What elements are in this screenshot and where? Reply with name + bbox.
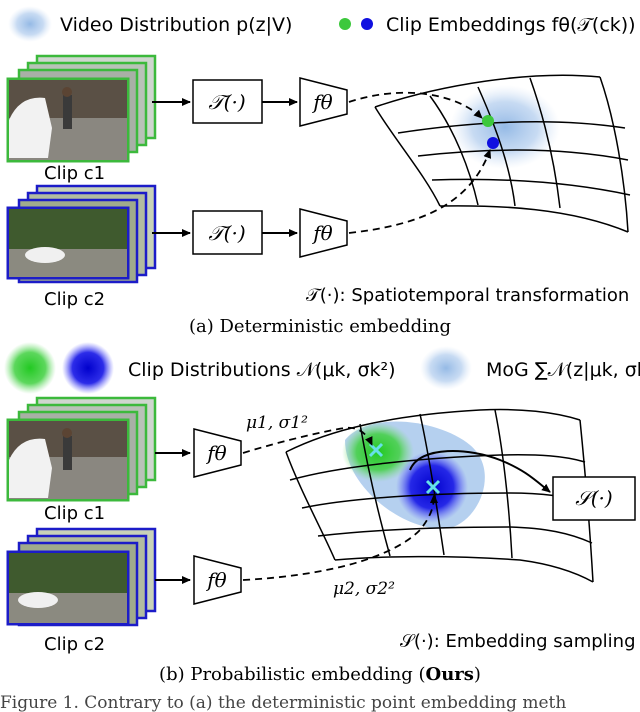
green-point-swatch (339, 18, 351, 30)
dashed-arrow-a2 (348, 149, 492, 234)
legend-b: Clip Distributions 𝒩(μk, σk²) MoG ∑𝒩(z|μ… (4, 342, 640, 394)
sampler-label: 𝒮(·) (575, 486, 612, 510)
clip-frame-street-b (6, 418, 130, 502)
dashed-arrow-b1 (242, 426, 373, 454)
clip-frame-park (6, 206, 130, 280)
transform-label-2: 𝒯(·) (208, 221, 245, 245)
video-distribution-blob (450, 85, 560, 169)
sampler-box (552, 476, 636, 521)
clip-stack-b1 (6, 396, 157, 502)
encoder-trapezoid-a2 (299, 208, 348, 258)
legend-mog: MoG ∑𝒩(z|μk, σk²) (486, 359, 640, 381)
caption-b-bold: Ours (426, 664, 474, 685)
caption-b: (b) Probabilistic embedding (Ours) (159, 664, 481, 685)
sampling-note: 𝒮(·): Embedding sampling (400, 631, 636, 652)
legend-clip-embeddings: Clip Embeddings fθ(𝒯(ck)) (386, 14, 636, 36)
dashed-arrow-b2 (242, 494, 438, 581)
clip-c2-label-b: Clip c2 (44, 634, 105, 655)
video-distribution-swatch (8, 6, 52, 42)
caption-b-suffix: ) (474, 664, 481, 685)
embedding-point-blue (487, 137, 499, 149)
encoder-label-a1: fθ (311, 90, 332, 114)
mean-cross-2 (425, 479, 441, 495)
transform-box-1 (192, 79, 263, 124)
sampling-arrow (409, 450, 551, 493)
encoder-label-a2: fθ (311, 221, 332, 245)
clip-stack-a2 (6, 184, 157, 284)
caption-a: (a) Deterministic embedding (189, 316, 451, 337)
transform-label-1: 𝒯(·) (208, 90, 245, 114)
blue-point-swatch (361, 18, 373, 30)
mog-swatch (420, 346, 472, 390)
mean-cross-1 (368, 442, 384, 458)
clip-frame-park-b (6, 550, 130, 626)
legend-a: Video Distribution p(z|V) Clip Embedding… (8, 6, 636, 42)
param-label-1: μ1, σ1² (246, 413, 308, 433)
param-label-2: μ2, σ2² (333, 579, 395, 599)
transform-note: 𝒯(·): Spatiotemporal transformation (306, 285, 629, 306)
encoder-trapezoid-a1 (299, 77, 348, 127)
legend-clip-distributions: Clip Distributions 𝒩(μk, σk²) (128, 359, 396, 381)
embedding-point-green (482, 115, 494, 127)
encoder-trapezoid-b2 (193, 555, 242, 605)
encoder-label-b1: fθ (205, 441, 226, 465)
clip-c1-label-b: Clip c1 (44, 503, 105, 524)
green-distribution-swatch (4, 342, 56, 394)
caption-b-prefix: (b) Probabilistic embedding ( (159, 664, 425, 685)
embedding-manifold-b (285, 408, 594, 583)
dashed-arrow-a1 (348, 91, 483, 119)
clip-c2-label-a: Clip c2 (44, 289, 105, 310)
embedding-manifold-a (374, 74, 631, 233)
clip-frame-street (6, 77, 130, 163)
encoder-trapezoid-b1 (193, 428, 242, 478)
legend-video-distribution: Video Distribution p(z|V) (60, 14, 292, 36)
figure-caption-cutoff: Figure 1. Contrary to (a) the determinis… (0, 693, 566, 712)
blue-distribution-swatch (62, 342, 114, 394)
clip-c1-label-a: Clip c1 (44, 163, 105, 184)
transform-box-2 (192, 210, 263, 255)
clip-stack-b2 (6, 527, 157, 627)
encoder-label-b2: fθ (205, 568, 226, 592)
clip-stack-a1 (6, 54, 157, 163)
